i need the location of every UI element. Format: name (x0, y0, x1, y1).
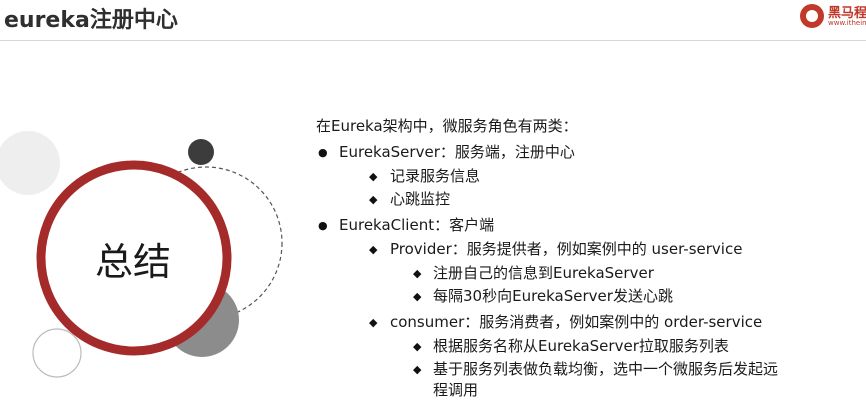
circle-bullet-icon: ● (318, 219, 328, 232)
summary-label: 总结 (95, 240, 172, 284)
logo-text: 黑马程序员 (828, 6, 866, 21)
diamond-bullet-icon: ◆ (369, 243, 378, 256)
diamond-bullet-icon: ◆ (369, 193, 378, 206)
client-label: EurekaClient：客户端 (339, 216, 495, 234)
provider-item: 每隔30秒向EurekaServer发送心跳 (433, 287, 673, 305)
summary-red-ring (36, 160, 232, 356)
server-item: 记录服务信息 (390, 167, 481, 185)
consumer-item-continued: 程调用 (433, 381, 479, 399)
diamond-bullet-icon: ◆ (413, 340, 422, 353)
server-item: 心跳监控 (390, 190, 451, 208)
intro-text: 在Eureka架构中，微服务角色有两类： (316, 117, 578, 135)
logo-icon (800, 4, 824, 28)
consumer-item: 根据服务名称从EurekaServer拉取服务列表 (433, 337, 729, 355)
consumer-item: 基于服务列表做负载均衡，选中一个微服务后发起远 (433, 360, 779, 378)
diamond-bullet-icon: ◆ (413, 267, 422, 280)
diamond-bullet-icon: ◆ (413, 363, 422, 376)
dark-gray-dot (188, 139, 214, 165)
title-divider (0, 40, 866, 41)
diamond-bullet-icon: ◆ (369, 170, 378, 183)
logo-url: www.itheima.com (828, 19, 866, 27)
light-gray-circle (0, 131, 60, 195)
provider-label: Provider：服务提供者，例如案例中的 user-service (390, 240, 743, 258)
provider-item: 注册自己的信息到EurekaServer (433, 264, 654, 282)
decorative-circles (0, 131, 283, 378)
diamond-bullet-icon: ◆ (369, 316, 378, 329)
outline-circle (32, 328, 82, 378)
circle-bullet-icon: ● (318, 146, 328, 159)
consumer-label: consumer：服务消费者，例如案例中的 order-service (390, 313, 763, 331)
server-label: EurekaServer：服务端，注册中心 (339, 143, 575, 161)
brand-logo: 黑马程序员 www.itheima.com (800, 2, 866, 32)
diamond-bullet-icon: ◆ (413, 290, 422, 303)
page-title: eureka注册中心 (4, 8, 178, 33)
